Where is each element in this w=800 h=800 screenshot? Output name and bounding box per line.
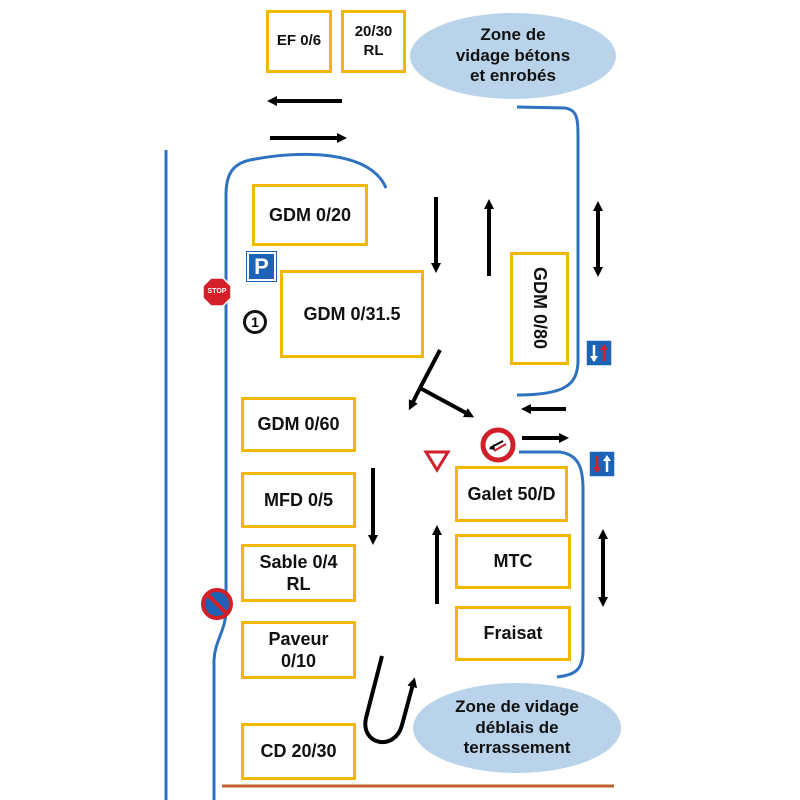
yield-sign-icon — [423, 450, 451, 473]
bay-sable-0-4-rl: Sable 0/4 RL — [241, 544, 356, 602]
right-upper-contour — [516, 105, 580, 397]
bay-gdm-0-80: GDM 0/80 — [510, 252, 569, 365]
zone-earthworks: Zone de vidage déblais de terrassement — [413, 683, 621, 773]
bay-gdm-0-31-5: GDM 0/31.5 — [280, 270, 424, 358]
fork-left — [408, 387, 422, 411]
arrow-u-turn — [363, 655, 418, 744]
right-lower-contour — [519, 450, 585, 679]
bay-paveur-0-10: Paveur 0/10 — [241, 621, 356, 679]
left-road-contour — [212, 152, 388, 800]
two-way-traffic-sign-lower-icon — [588, 450, 616, 478]
no-parking-sign-icon — [201, 588, 233, 620]
parking-sign-icon: P — [246, 251, 277, 282]
bay-gdm-0-20: GDM 0/20 — [252, 184, 368, 246]
fork-right — [419, 386, 475, 418]
zone-concrete-asphalt: Zone de vidage bétons et enrobés — [410, 13, 616, 99]
stop-sign-label: STOP — [207, 287, 227, 295]
bay-cd-20-30: CD 20/30 — [241, 723, 356, 780]
bay-20-30-rl: 20/30 RL — [341, 10, 406, 73]
bay-ef-0-6: EF 0/6 — [266, 10, 332, 73]
fork-stem — [418, 349, 442, 389]
priority-oncoming-sign-icon — [480, 427, 516, 463]
bay-galet-50-d: Galet 50/D — [455, 466, 568, 522]
bay-mfd-0-5: MFD 0/5 — [241, 472, 356, 528]
two-way-traffic-sign-upper-icon — [585, 339, 613, 367]
bay-mtc: MTC — [455, 534, 571, 589]
marker-1-icon: 1 — [243, 310, 267, 334]
stop-sign-icon — [202, 277, 232, 307]
bay-gdm-0-60: GDM 0/60 — [241, 397, 356, 452]
bay-fraisat: Fraisat — [455, 606, 571, 661]
